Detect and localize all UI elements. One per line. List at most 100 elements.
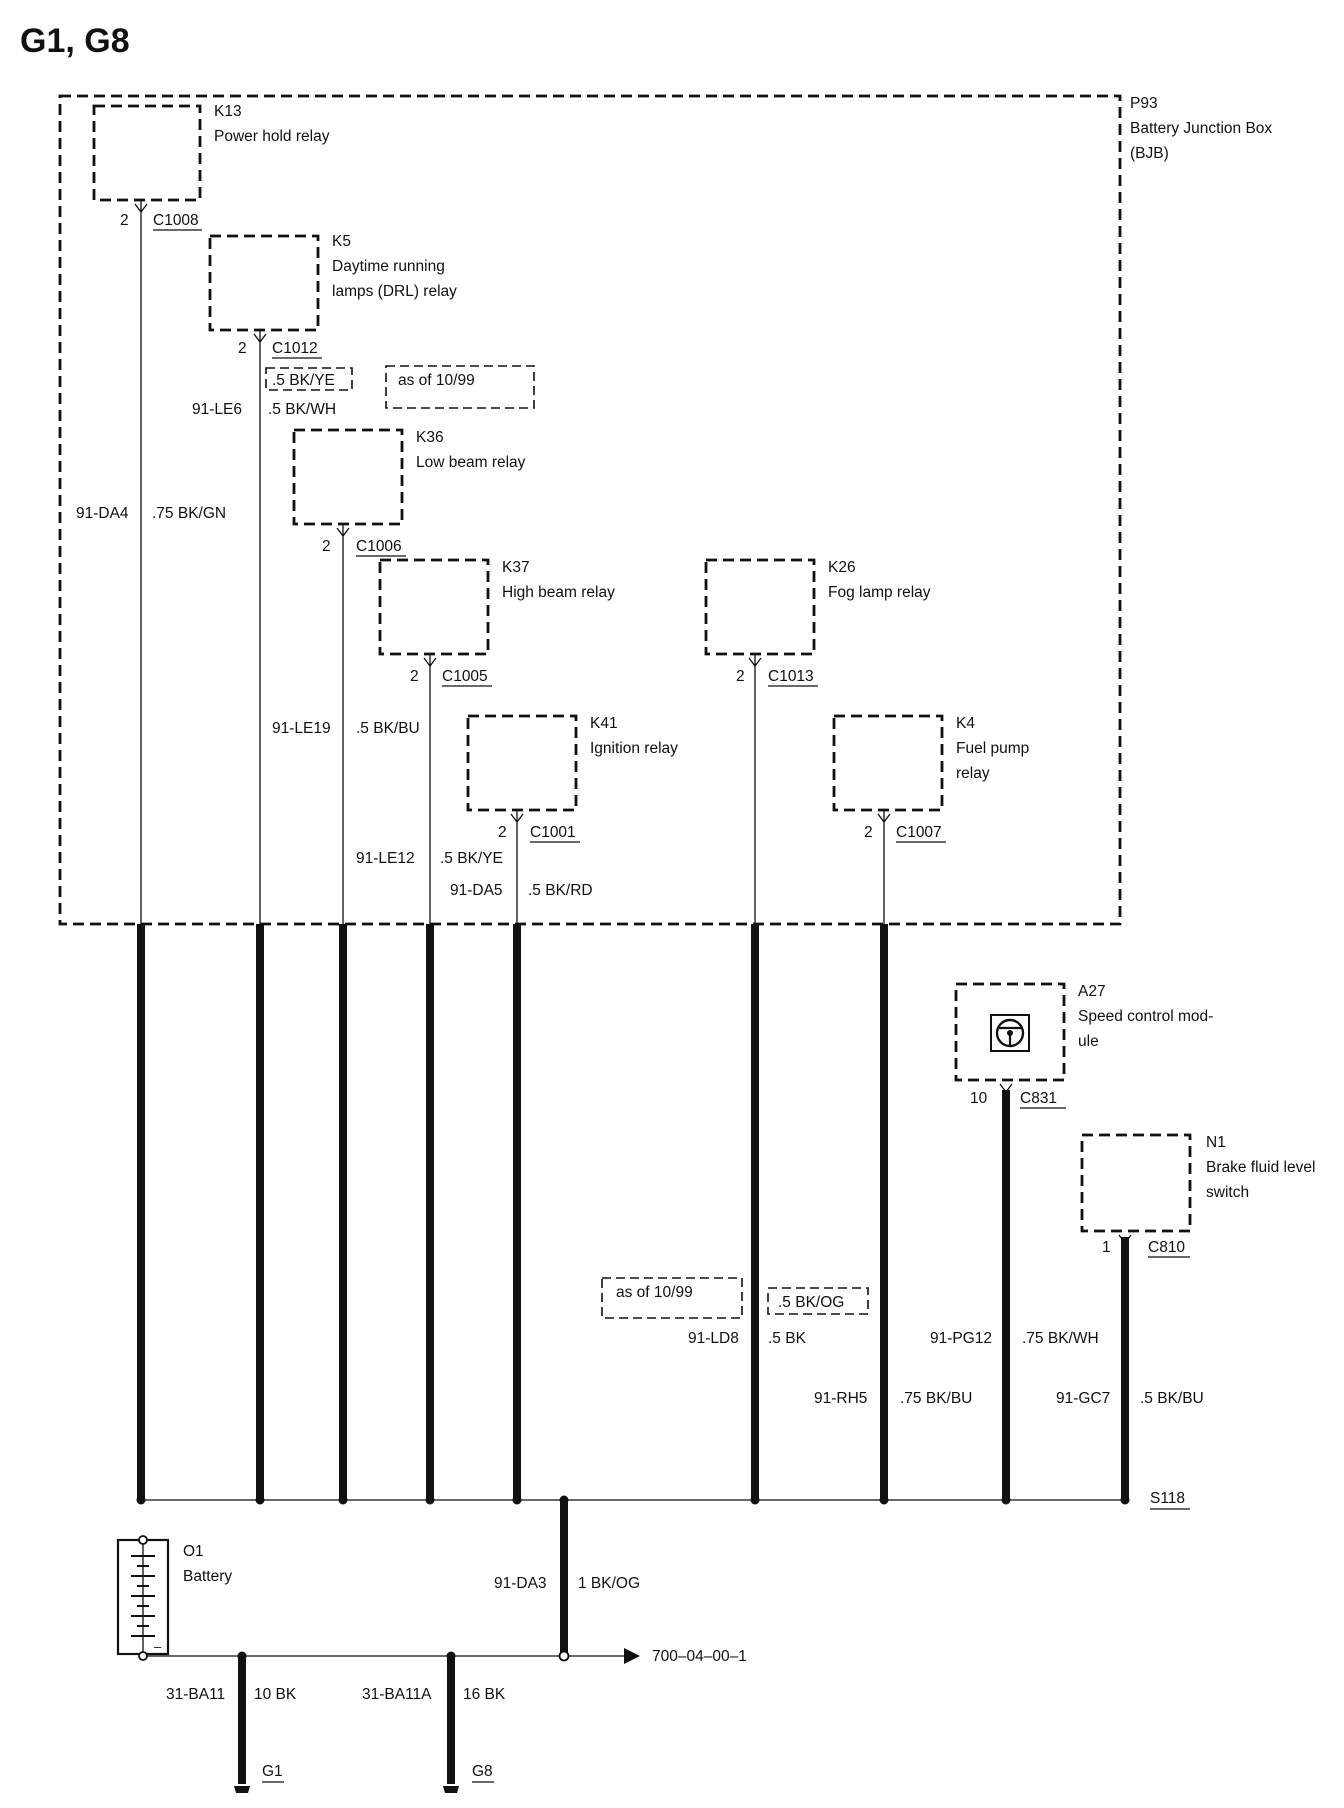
relay-k36: K36 Low beam relay 2 C1006 <box>292 428 526 924</box>
k41-id: K41 <box>590 715 618 732</box>
ld8-alt-spec: .5 BK/OG <box>778 1294 844 1311</box>
k41-connector: C1001 <box>530 824 576 841</box>
ground-wires <box>137 924 1129 1500</box>
k13-id: K13 <box>214 103 242 120</box>
battery-cells-icon <box>131 1555 155 1637</box>
k26-pin: 2 <box>736 668 745 685</box>
bjb-id: P93 <box>1130 95 1158 112</box>
rh5-circuit: 91-RH5 <box>814 1390 867 1407</box>
le12-spec: .5 BK/YE <box>440 850 503 867</box>
relay-k5: K5 Daytime running lamps (DRL) relay 2 C… <box>208 233 457 924</box>
module-a27: A27 Speed control mod- ule 10 C831 <box>954 982 1213 1109</box>
switch-n1: N1 Brake fluid level switch 1 C810 <box>1080 1133 1315 1258</box>
relay-k37: K37 High beam relay 2 C1005 <box>378 558 615 924</box>
k41-pin: 2 <box>498 824 507 841</box>
n1-pin: 1 <box>1102 1239 1111 1256</box>
k13-pin: 2 <box>120 212 129 229</box>
page-title: G1, G8 <box>20 22 130 60</box>
gc7-spec: .5 BK/BU <box>1140 1390 1204 1407</box>
gc7-circuit: 91-GC7 <box>1056 1390 1110 1407</box>
da5-spec: .5 BK/RD <box>528 882 593 899</box>
da5-circuit: 91-DA5 <box>450 882 503 899</box>
le6-alt-note-box <box>385 365 535 409</box>
k4-name-line2: relay <box>956 765 990 782</box>
a27-name-line1: Speed control mod- <box>1078 1008 1213 1025</box>
ld8-circuit: 91-LD8 <box>688 1330 739 1347</box>
relay-k41: K41 Ignition relay 2 C1001 <box>466 714 678 924</box>
reference-label: 700–04–00–1 <box>652 1648 747 1665</box>
le6-circuit: 91-LE6 <box>192 401 242 418</box>
a27-id: A27 <box>1078 983 1106 1000</box>
k36-id: K36 <box>416 429 444 446</box>
k37-pin: 2 <box>410 668 419 685</box>
da3-spec: 1 BK/OG <box>578 1575 640 1592</box>
k26-id: K26 <box>828 559 856 576</box>
ld8-spec: .5 BK <box>768 1330 807 1347</box>
n1-name-line2: switch <box>1206 1184 1249 1201</box>
le19-spec: .5 BK/BU <box>356 720 420 737</box>
ground-icon <box>234 1786 250 1793</box>
le6-alt-spec-box <box>265 367 353 391</box>
arrow-right-icon <box>624 1648 640 1664</box>
steering-wheel-icon <box>990 1014 1030 1052</box>
le12-circuit: 91-LE12 <box>356 850 415 867</box>
k4-id: K4 <box>956 715 975 732</box>
pg12-spec: .75 BK/WH <box>1022 1330 1099 1347</box>
ba11a-circuit: 31-BA11A <box>362 1686 432 1703</box>
k5-name-line2: lamps (DRL) relay <box>332 283 457 300</box>
k5-connector: C1012 <box>272 340 318 357</box>
battery-name: Battery <box>183 1568 232 1585</box>
k26-connector: C1013 <box>768 668 814 685</box>
battery-id: O1 <box>183 1543 204 1560</box>
da3-circuit: 91-DA3 <box>494 1575 547 1592</box>
ground-g8-label: G8 <box>472 1763 493 1780</box>
k37-name: High beam relay <box>502 584 615 601</box>
ld8-alt-spec-box <box>767 1287 869 1315</box>
k36-name: Low beam relay <box>416 454 526 471</box>
a27-name-line2: ule <box>1078 1033 1099 1050</box>
k4-name-line1: Fuel pump <box>956 740 1029 757</box>
n1-name-line1: Brake fluid level <box>1206 1159 1315 1176</box>
ba11-spec: 10 BK <box>254 1686 297 1703</box>
splice-label: S118 <box>1150 1490 1185 1507</box>
n1-id: N1 <box>1206 1134 1226 1151</box>
battery-negative-mark: – <box>154 1639 162 1654</box>
ground-icon <box>443 1786 459 1793</box>
le6-alt-note: as of 10/99 <box>398 372 475 389</box>
k13-name: Power hold relay <box>214 128 330 145</box>
bjb-name: Battery Junction Box <box>1130 120 1272 137</box>
ground-g1: G1 <box>234 1763 284 1793</box>
bjb-boundary <box>58 94 1122 926</box>
da4-circuit: 91-DA4 <box>76 505 129 522</box>
le6-alt-spec: .5 BK/YE <box>272 372 335 389</box>
bjb-abbr: (BJB) <box>1130 145 1169 162</box>
k36-pin: 2 <box>322 538 331 555</box>
ba11a-spec: 16 BK <box>463 1686 506 1703</box>
rh5-spec: .75 BK/BU <box>900 1390 972 1407</box>
k41-name: Ignition relay <box>590 740 678 757</box>
ld8-alt-note: as of 10/99 <box>616 1284 693 1301</box>
le6-spec: .5 BK/WH <box>268 401 336 418</box>
ground-g8: G8 <box>443 1763 494 1793</box>
k13-connector: C1008 <box>153 212 199 229</box>
k37-id: K37 <box>502 559 530 576</box>
k26-name: Fog lamp relay <box>828 584 931 601</box>
battery-o1: – O1 Battery <box>116 1535 232 1661</box>
ld8-alt-note-box <box>601 1277 743 1319</box>
k5-pin: 2 <box>238 340 247 357</box>
k5-name-line1: Daytime running <box>332 258 445 275</box>
a27-connector: C831 <box>1020 1090 1057 1107</box>
k5-id: K5 <box>332 233 351 250</box>
k4-pin: 2 <box>864 824 873 841</box>
n1-connector: C810 <box>1148 1239 1185 1256</box>
pg12-circuit: 91-PG12 <box>930 1330 992 1347</box>
ground-g1-label: G1 <box>262 1763 283 1780</box>
k36-connector: C1006 <box>356 538 402 555</box>
relay-k4: K4 Fuel pump relay 2 C1007 <box>832 714 1029 924</box>
relay-k26: K26 Fog lamp relay 2 C1013 <box>704 558 931 924</box>
k4-connector: C1007 <box>896 824 942 841</box>
ba11-circuit: 31-BA11 <box>166 1686 225 1703</box>
da4-spec: .75 BK/GN <box>152 505 226 522</box>
splice-s118: S118 <box>136 1490 1190 1510</box>
